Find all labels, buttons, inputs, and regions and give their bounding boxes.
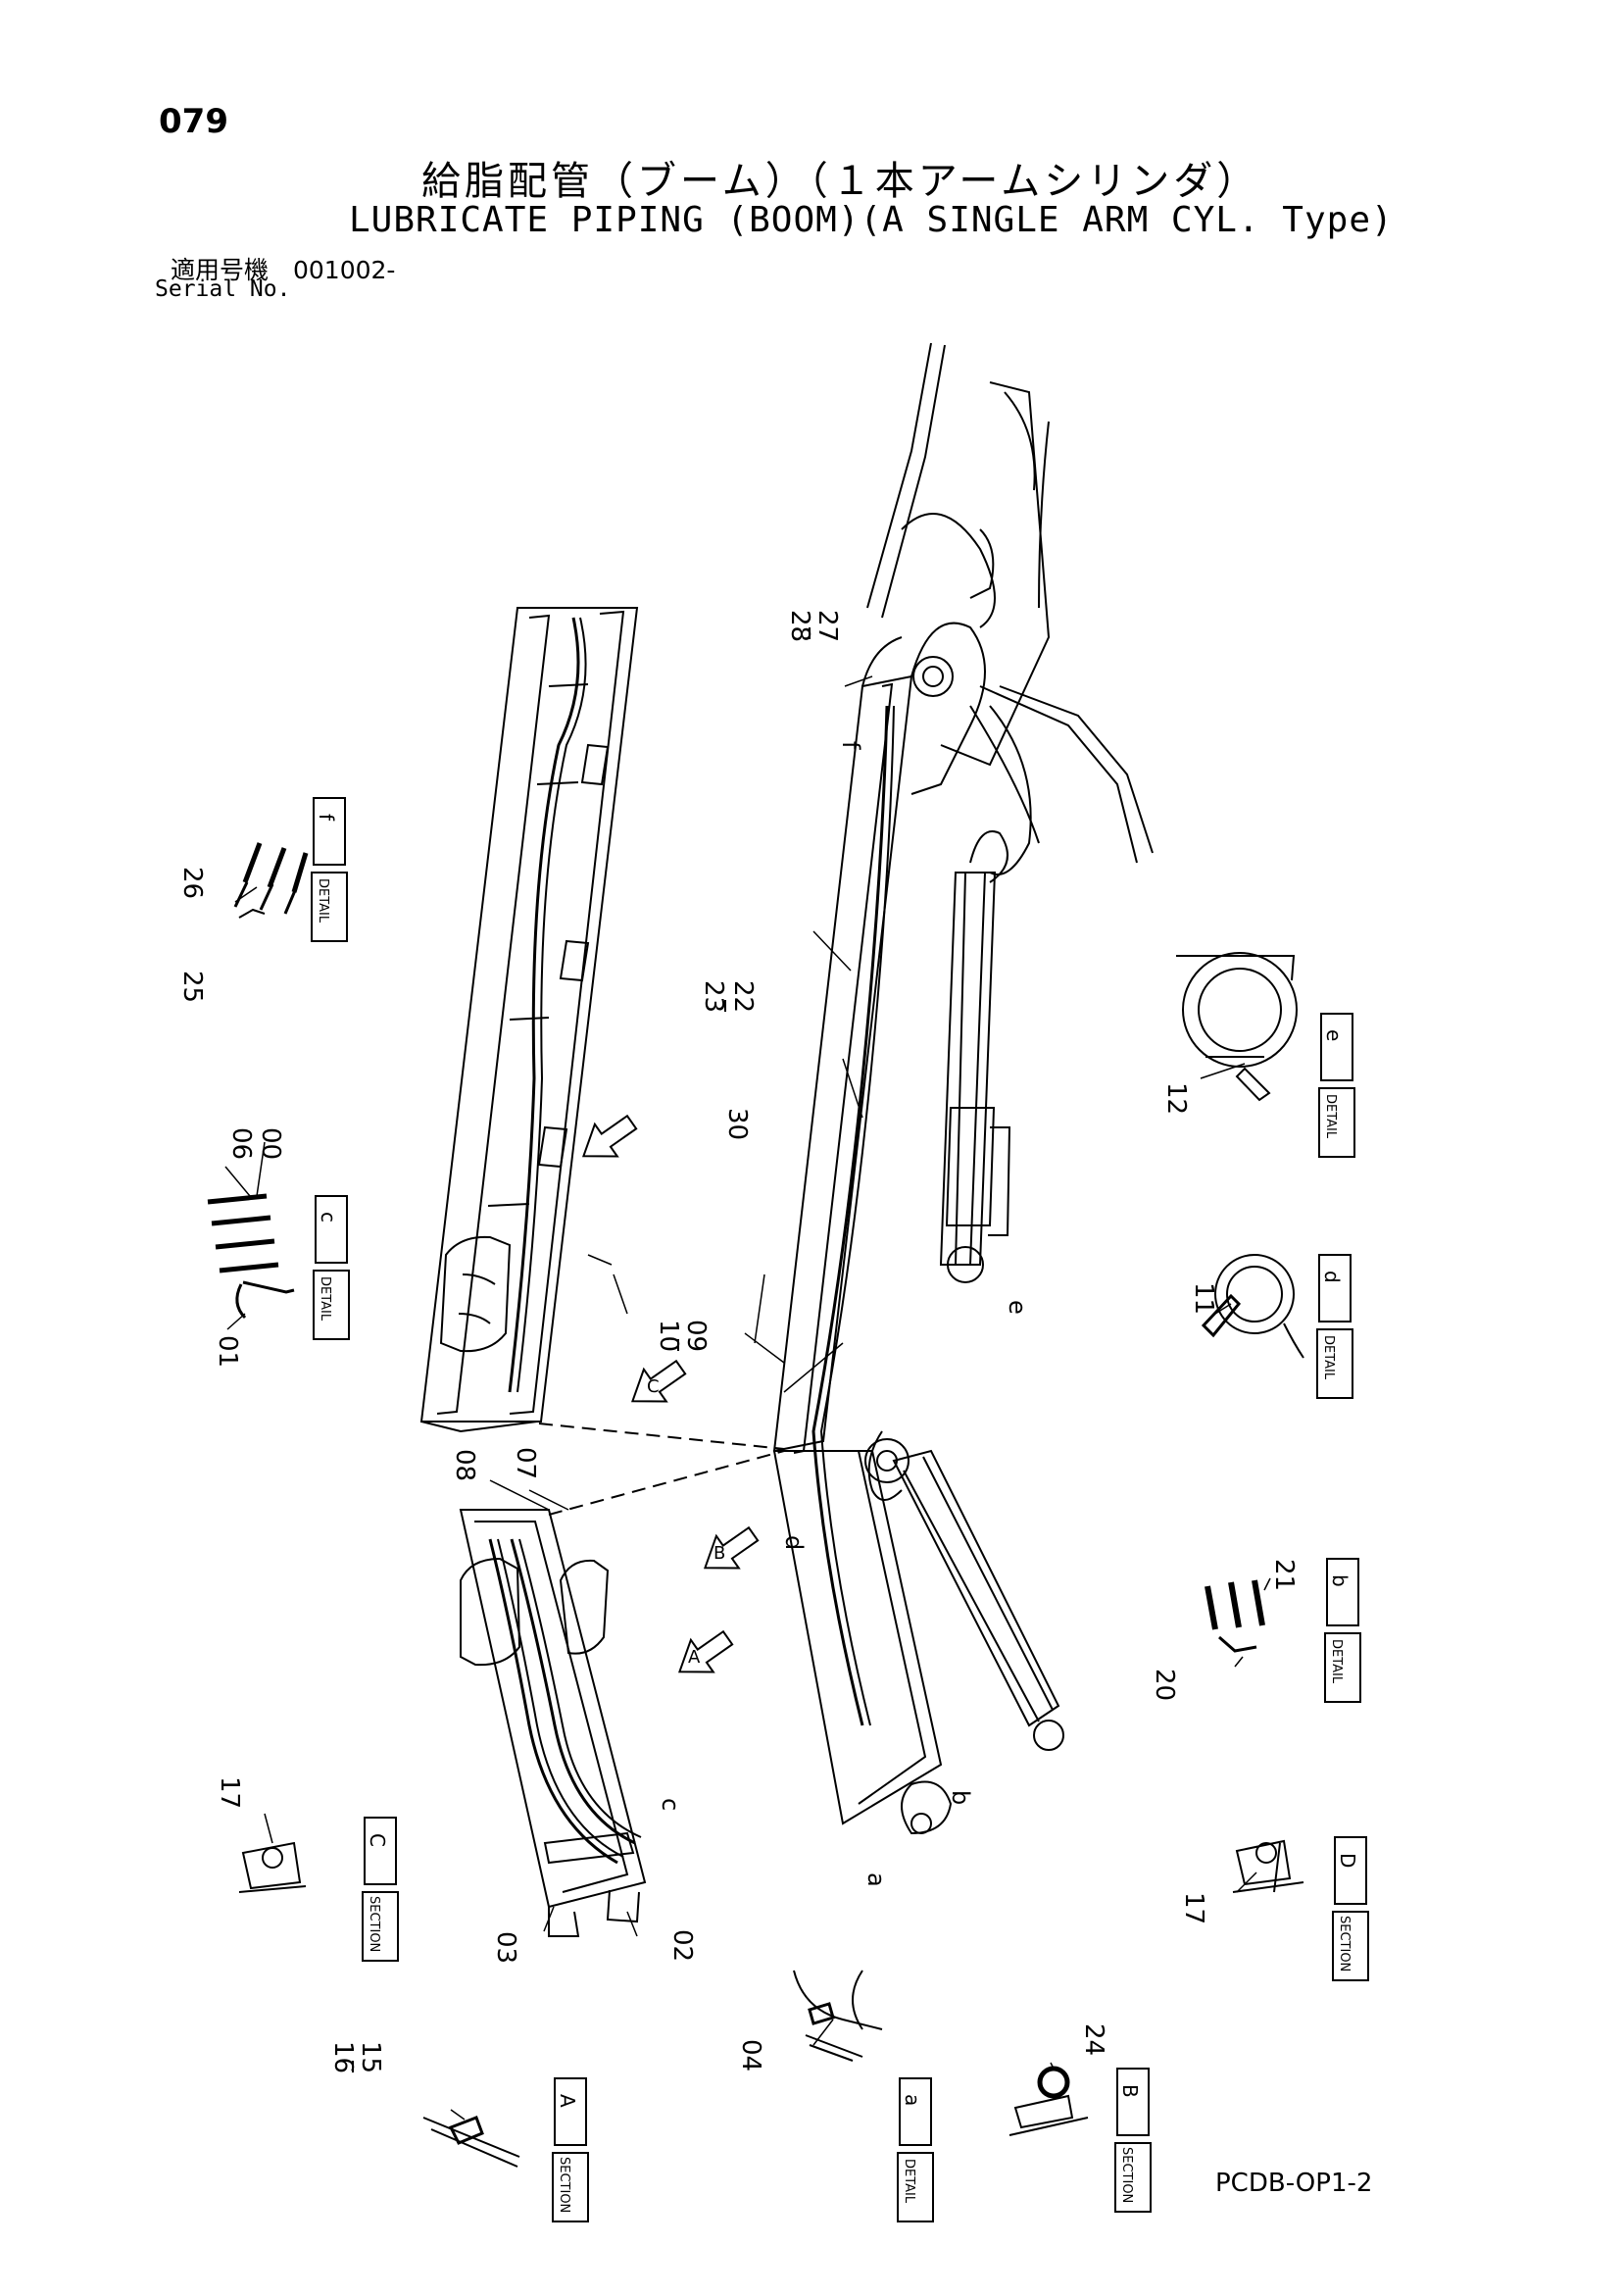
svg-text:D: D: [1336, 1853, 1359, 1868]
svg-text:DETAIL: DETAIL: [316, 878, 330, 923]
callout-30: 30: [722, 1108, 752, 1140]
leader-lines: [224, 675, 1271, 2121]
boom-foot-section-view: [459, 1509, 647, 1937]
callout-11: 11: [1189, 1282, 1218, 1315]
view-arrow-b-label: B: [713, 1543, 725, 1564]
letter-markers: f e d c b a: [657, 741, 1031, 1887]
svg-text:b: b: [1328, 1574, 1352, 1587]
callout-26: 26: [177, 867, 207, 899]
view-arrow-b: B: [704, 1525, 760, 1570]
section-b-drawing: [1008, 2066, 1089, 2136]
svg-text:e: e: [1322, 1029, 1346, 1041]
main-boom-view: [772, 622, 986, 1835]
svg-text:a: a: [901, 2094, 924, 2106]
callout-00: 00: [256, 1127, 285, 1160]
label-detail-b: DETAIL b: [1324, 1558, 1361, 1703]
svg-text:DETAIL: DETAIL: [1321, 1335, 1336, 1380]
svg-text:SECTION: SECTION: [557, 2157, 571, 2213]
callout-02: 02: [667, 1929, 697, 1962]
detail-e-drawing: [1176, 952, 1298, 1102]
callout-07: 07: [511, 1447, 540, 1479]
document-code: PCDB-OP1-2: [1215, 2169, 1373, 2198]
page-number: 079: [159, 102, 228, 141]
callout-17-section-d: 17: [1179, 1892, 1208, 1924]
label-section-c: SECTION C: [362, 1817, 399, 1962]
boom-upper-section-view: [419, 607, 639, 1433]
callout-27: 27: [812, 610, 842, 642]
callout-range-dashes: [352, 627, 811, 2072]
marker-f: f: [837, 741, 864, 750]
view-arrows: C B A: [582, 1114, 760, 1673]
callout-25: 25: [177, 971, 207, 1003]
view-arrow-c: C: [631, 1359, 687, 1403]
svg-text:SECTION: SECTION: [1119, 2147, 1134, 2203]
svg-text:SECTION: SECTION: [367, 1896, 381, 1952]
serial-applicability-japanese: 適用号機 001002-: [171, 256, 396, 284]
detail-b-drawing: [1205, 1579, 1265, 1653]
detail-d-drawing: [1201, 1254, 1304, 1359]
callout-22: 22: [728, 980, 758, 1013]
svg-text:C: C: [366, 1833, 389, 1847]
callout-01: 01: [213, 1335, 242, 1368]
callout-06: 06: [226, 1127, 256, 1160]
serial-number-label: Serial No.: [155, 276, 291, 302]
callout-20: 20: [1150, 1669, 1179, 1701]
marker-d: d: [780, 1535, 808, 1550]
marker-a: a: [862, 1872, 890, 1887]
svg-text:B: B: [1118, 2084, 1142, 2098]
page-title-english: LUBRICATE PIPING (BOOM)(A SINGLE ARM CYL…: [349, 200, 1394, 240]
callout-21: 21: [1269, 1559, 1299, 1591]
label-detail-f: DETAIL f: [311, 797, 348, 942]
callout-17-section-c: 17: [215, 1776, 244, 1809]
callout-04: 04: [736, 2039, 765, 2071]
detail-section-labels: DETAIL f DETAIL c DETAIL e DETAIL d DETA…: [311, 797, 1369, 2222]
view-arrow-a: A: [678, 1629, 734, 1673]
callout-03: 03: [491, 1931, 520, 1964]
view-transfer-lines: [538, 1423, 785, 1516]
callout-12: 12: [1161, 1082, 1191, 1115]
svg-text:A: A: [556, 2094, 579, 2108]
callout-numbers: 28 27 23 22 26 25 06 00 01 30 10 09 12 1…: [177, 610, 1299, 2073]
label-detail-c: DETAIL c: [313, 1195, 350, 1340]
svg-text:DETAIL: DETAIL: [318, 1276, 332, 1322]
boom-cylinder: [864, 1438, 1064, 1751]
arm-cylinder: [939, 830, 1011, 1283]
detail-f-drawing: [233, 842, 309, 919]
arm-upper-structure: [866, 342, 1154, 875]
callout-23: 23: [699, 980, 728, 1013]
marker-c: c: [657, 1798, 684, 1811]
label-section-a: SECTION A: [552, 2077, 589, 2222]
marker-b: b: [947, 1790, 974, 1805]
view-arrow-a-label: A: [688, 1647, 701, 1668]
page-title-japanese: 給脂配管（ブーム）（１本アームシリンダ）: [421, 159, 1260, 204]
callout-15: 15: [356, 2041, 385, 2073]
callout-08: 08: [450, 1449, 479, 1481]
view-arrow-c-label: C: [647, 1376, 660, 1397]
marker-e: e: [1004, 1300, 1031, 1315]
svg-text:f: f: [315, 814, 338, 822]
label-section-b: SECTION B: [1114, 2068, 1152, 2213]
label-detail-a: DETAIL a: [897, 2077, 934, 2222]
label-section-d: SECTION D: [1332, 1836, 1369, 1981]
section-a-drawing: [422, 2116, 520, 2168]
label-detail-d: DETAIL d: [1316, 1254, 1353, 1399]
svg-text:DETAIL: DETAIL: [1329, 1639, 1344, 1684]
view-arrow-plain: [582, 1114, 638, 1158]
svg-text:c: c: [317, 1212, 340, 1223]
callout-24: 24: [1079, 2023, 1108, 2056]
section-c-drawing: [238, 1841, 307, 1893]
detail-a-drawing: [793, 1970, 883, 2062]
label-detail-e: DETAIL e: [1318, 1013, 1355, 1158]
svg-text:d: d: [1320, 1271, 1344, 1283]
detail-c-drawing: [207, 1193, 295, 1320]
section-d-drawing: [1232, 1839, 1304, 1893]
svg-text:DETAIL: DETAIL: [1323, 1094, 1338, 1139]
svg-text:SECTION: SECTION: [1337, 1916, 1352, 1972]
callout-09: 09: [681, 1320, 711, 1352]
svg-text:DETAIL: DETAIL: [902, 2159, 916, 2204]
